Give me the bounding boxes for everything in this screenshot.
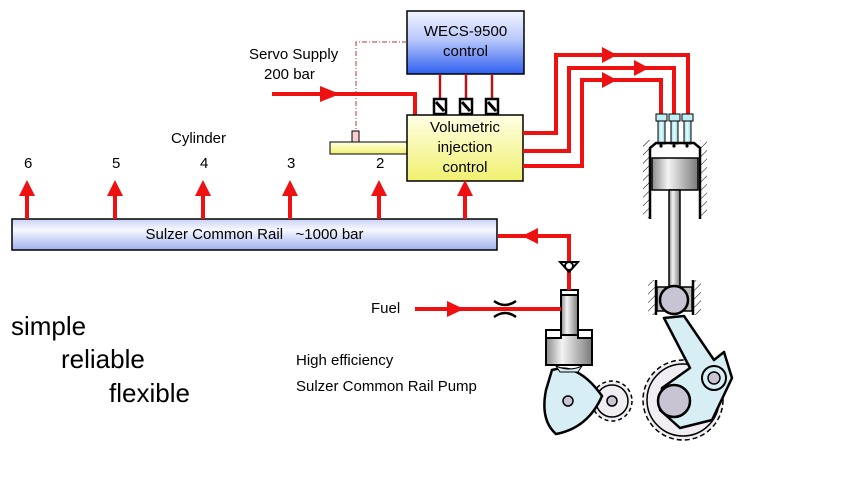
arrow-up-icon [282, 180, 298, 219]
volumetric-line2: injection [437, 139, 493, 156]
flow-arrow-icon [634, 60, 649, 76]
arrow-up-icon [457, 180, 473, 219]
arrow-up-icon [107, 180, 123, 219]
solenoid-valve-icon [432, 97, 448, 116]
arrow-up-icon [19, 180, 35, 219]
piston-rod [668, 189, 681, 291]
solenoid-valve-icons [432, 97, 500, 116]
control-signal-lines [438, 74, 494, 99]
cylinder-number-2: 2 [376, 155, 385, 172]
servo-oil-rail [329, 141, 411, 155]
wecs-control-label: WECS-9500 control [407, 22, 524, 62]
cylinder-label: Cylinder [171, 130, 227, 147]
arrow-up-icon [371, 180, 387, 219]
flow-arrow-icon [447, 301, 464, 317]
sensor-signal-line [355, 41, 407, 130]
crank-mechanism [591, 284, 734, 441]
flow-arrow-icon [602, 72, 617, 88]
common-rail-label: Sulzer Common Rail ~1000 bar [145, 226, 364, 243]
feature-flexible: flexible [109, 378, 190, 408]
cylinder-number-3: 3 [287, 155, 296, 172]
servo-supply-pipe [272, 86, 417, 116]
volumetric-line3: control [442, 159, 488, 176]
common-rail-bar [11, 218, 498, 251]
volumetric-injection-box [406, 114, 524, 182]
injector-icons [655, 113, 694, 148]
servo-pressure-label: 200 bar [264, 66, 315, 83]
cylinder-supply-arrows [19, 180, 473, 219]
cylinder-number-6: 6 [24, 155, 33, 172]
check-valve-icon [557, 261, 581, 274]
injection-flow-arrows [602, 47, 649, 88]
wecs-line1: WECS-9500 [423, 23, 508, 40]
cylinder-number-4: 4 [200, 155, 209, 172]
feature-reliable: reliable [61, 344, 145, 374]
pump-return-pipe [498, 228, 581, 290]
injection-pipes [523, 53, 690, 168]
pressure-sensor-icon [351, 130, 360, 143]
wecs-control-box [406, 10, 525, 75]
flow-arrow-icon [602, 47, 617, 63]
cylinder-number-5: 5 [112, 155, 121, 172]
solenoid-valve-icon [458, 97, 474, 116]
piston [651, 157, 699, 191]
fuel-pump [543, 289, 604, 436]
pump-label-line2: Sulzer Common Rail Pump [296, 378, 477, 395]
fuel-supply-pipe [415, 299, 561, 319]
servo-supply-label: Servo Supply [249, 46, 339, 63]
arrow-up-icon [195, 180, 211, 219]
volumetric-line1: Volumetric [429, 119, 501, 136]
flow-arrow-icon [522, 228, 538, 244]
solenoid-valve-icon [484, 97, 500, 116]
feature-simple: simple [11, 311, 87, 341]
flow-arrow-icon [320, 86, 340, 102]
pump-label-line1: High efficiency [296, 352, 394, 369]
throttle-icon [493, 299, 517, 319]
fuel-label: Fuel [371, 300, 401, 317]
wecs-line2: control [442, 43, 489, 60]
volumetric-injection-label: Volumetric injection control [407, 118, 523, 178]
